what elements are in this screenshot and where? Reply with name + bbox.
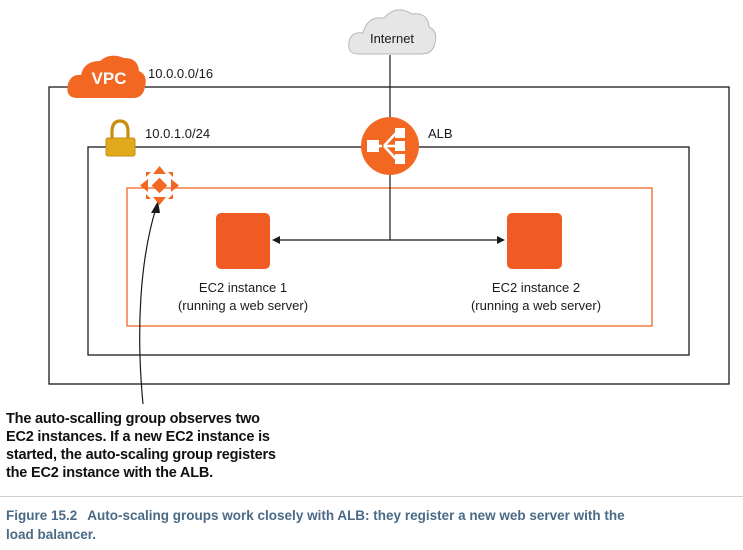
vpc-cidr-label: 10.0.0.0/16 [148,66,214,81]
ec2-instance-1-title: EC2 instance 1 [198,280,288,295]
figure-number: Figure 15.2 [6,508,78,523]
subnet-boundary [87,146,690,356]
vpc-cloud-icon [67,55,146,98]
caption-text-1: Auto-scaling groups work closely with AL… [87,508,625,523]
subnet-cidr-label: 10.0.1.0/24 [145,126,211,141]
auto-scaling-annotation: The auto-scalling group observes two EC2… [6,410,316,482]
figure-caption: Figure 15.2 Auto-scaling groups work clos… [6,506,741,544]
caption-line-1: Figure 15.2 Auto-scaling groups work clos… [6,506,741,525]
ec2-instance-2-title: EC2 instance 2 [491,280,581,295]
alb-label: ALB [428,126,453,141]
auto-scaling-icon [140,166,179,205]
arrowhead-ec2-2 [497,236,505,244]
annotation-line: EC2 instances. If a new EC2 instance is [6,429,270,445]
ec2-instance-icon [216,213,270,269]
annotation-pointer [139,207,157,405]
ec2-instance-icon [507,213,562,269]
annotation-line: started, the auto-scaling group register… [6,447,276,463]
caption-text-2: load balancer. [6,527,97,542]
caption-divider [0,496,743,497]
internet-label: Internet [369,31,415,46]
ec2-instance-2-subtitle: (running a web server) [470,298,602,313]
arrowhead-ec2-1 [272,236,280,244]
annotation-line: the EC2 instance with the ALB. [6,465,213,481]
vpc-badge-label: VPC [91,69,127,88]
vpc-boundary [48,86,730,385]
lock-icon [105,119,136,157]
annotation-line: The auto-scalling group observes two [6,411,260,427]
alb-icon [361,117,419,175]
annotation-pointer-head [151,201,160,213]
cloud-icon [348,9,437,55]
ec2-instance-1-subtitle: (running a web server) [177,298,309,313]
